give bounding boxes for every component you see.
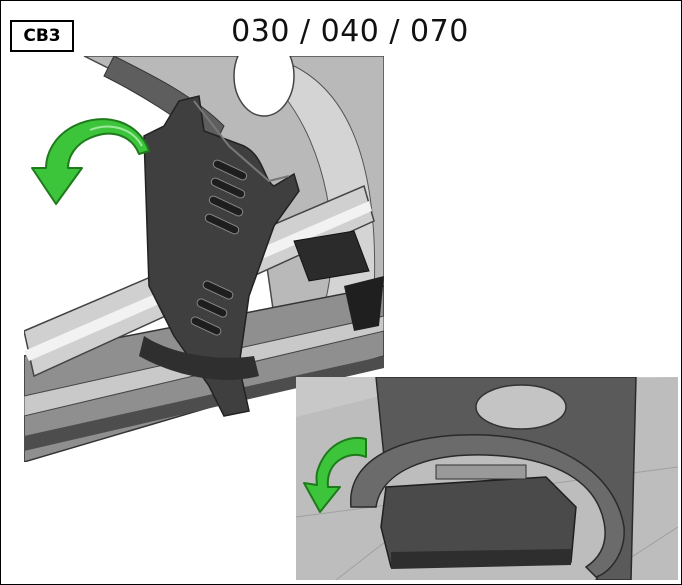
rotate-arrow-icon <box>303 437 367 513</box>
model-numbers-title: 030 / 040 / 070 <box>231 14 469 49</box>
rotate-arrow-icon <box>31 118 150 205</box>
main-assembly-illustration <box>24 56 384 462</box>
step-code-label: CB3 <box>10 20 74 52</box>
bracket-clip <box>143 95 300 417</box>
bracket-slots <box>190 159 248 336</box>
inset-detail-illustration <box>296 377 678 580</box>
